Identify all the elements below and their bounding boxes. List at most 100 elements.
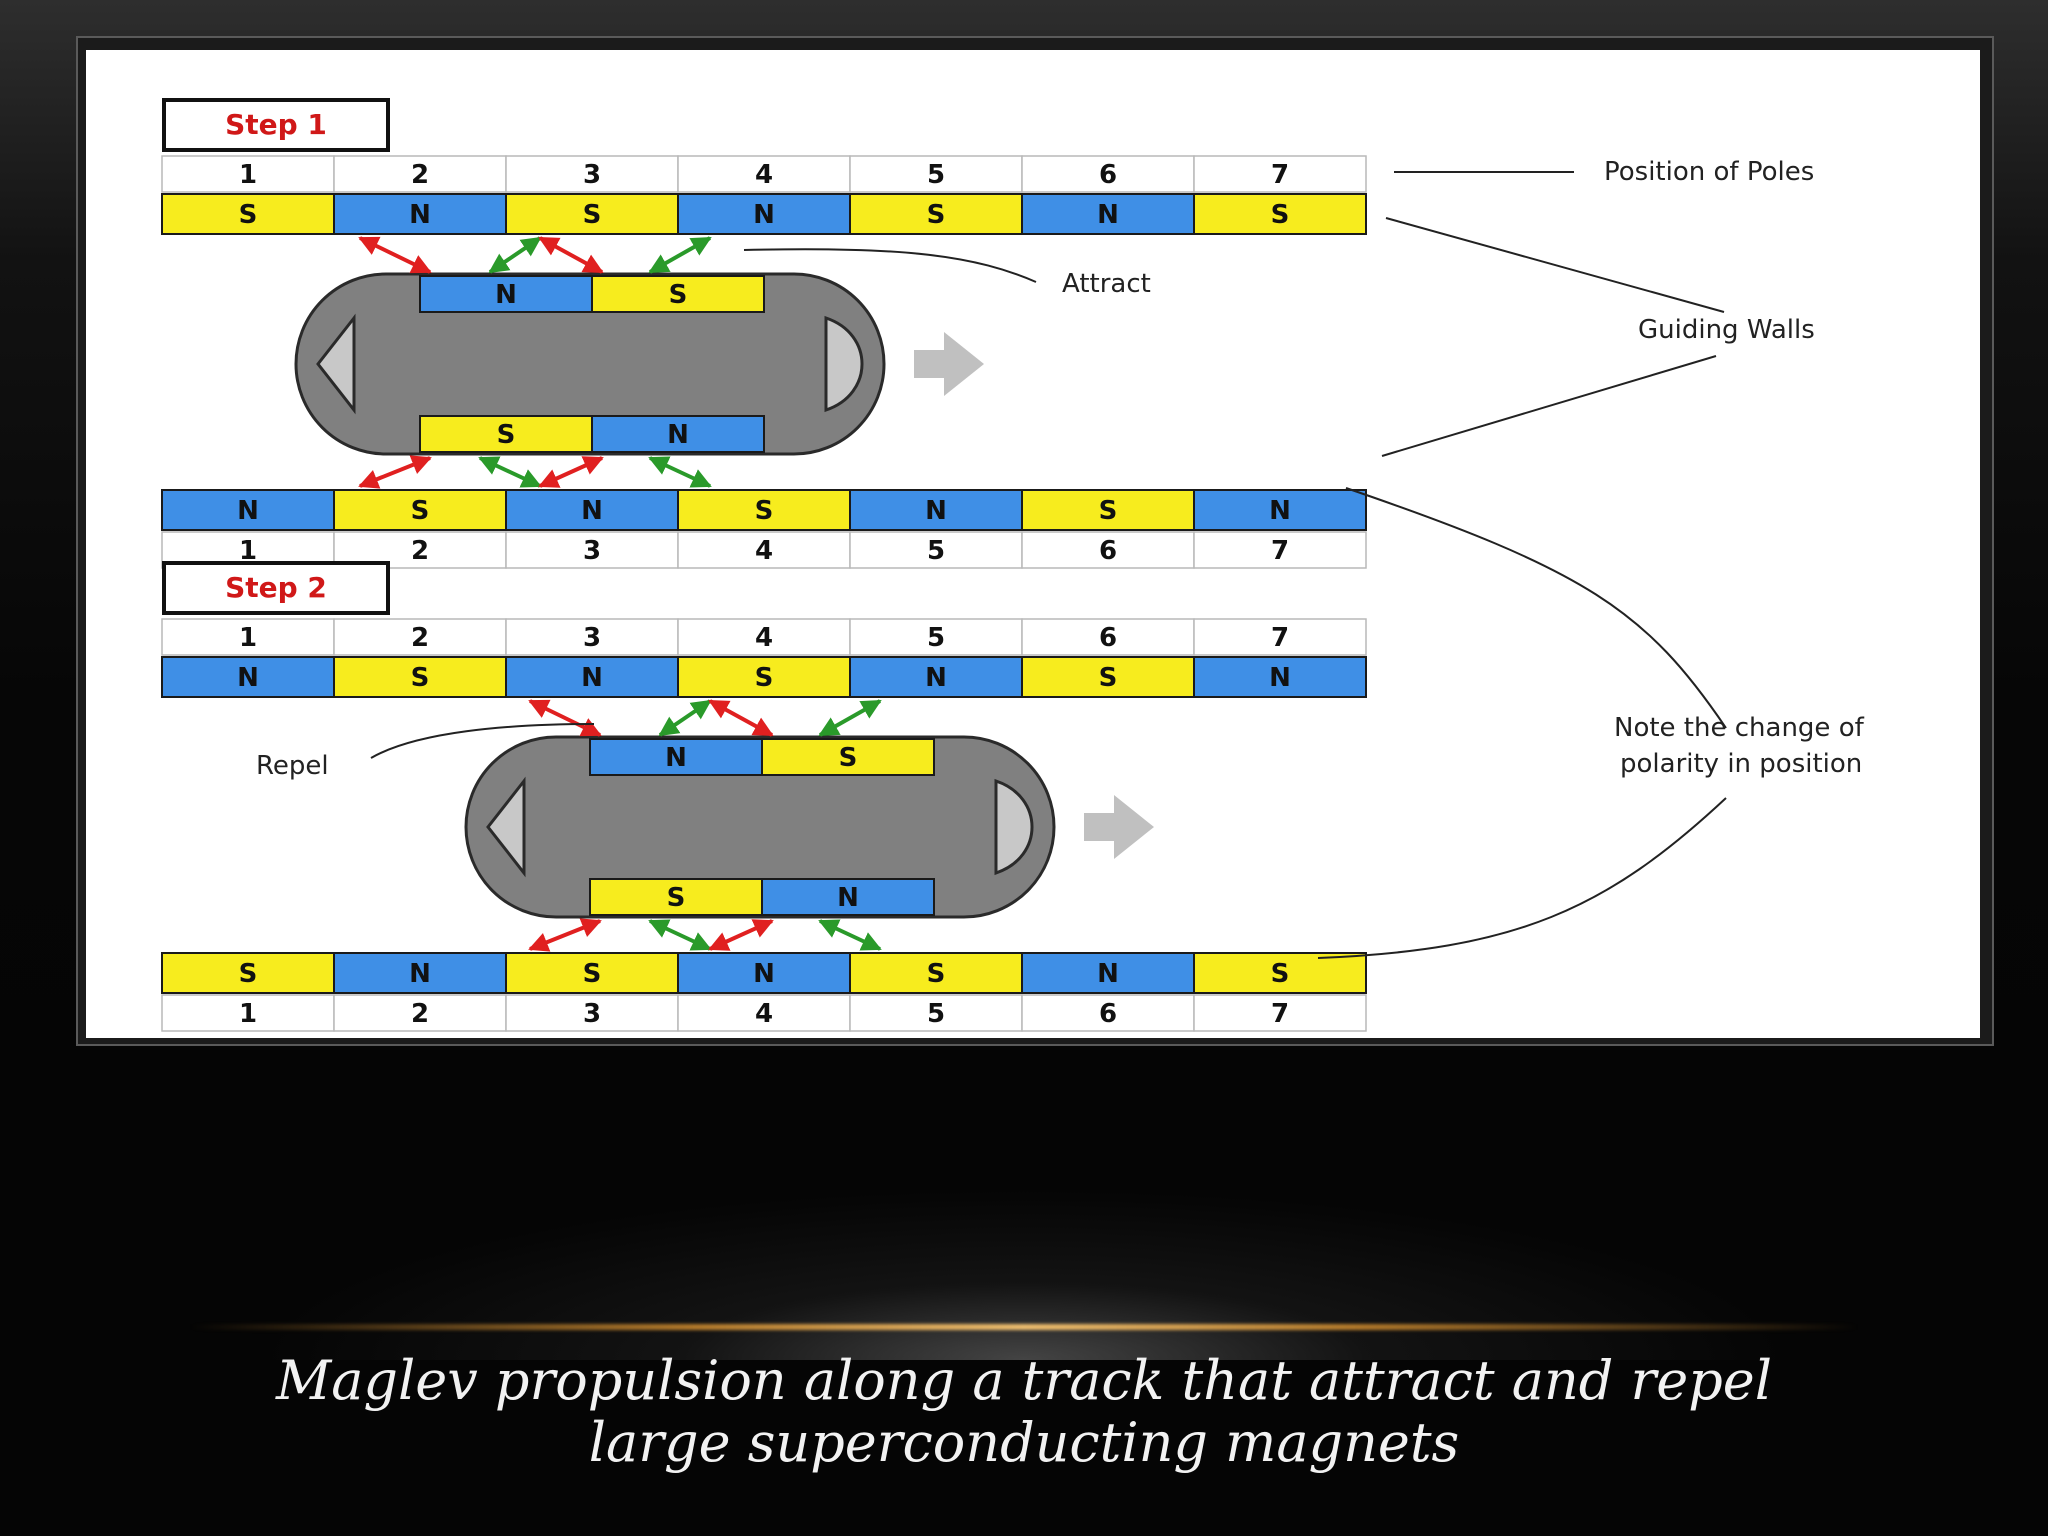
top-track-number: 2 [411,160,429,190]
repulsion-arrow [358,455,432,489]
top-track-pole-label: S [239,200,258,230]
bottom-track-number: 3 [583,536,601,566]
top-track-number: 3 [583,160,601,190]
bottom-track-pole-label: S [411,496,430,526]
top-track-number: 5 [927,623,945,653]
slide-caption: Maglev propulsion along a track that att… [224,1350,1824,1474]
top-track-pole-label: S [927,200,946,230]
bottom-track-number: 3 [583,999,601,1029]
top-track-number: 1 [239,160,257,190]
attraction-arrow [488,236,542,274]
top-track-pole-label: N [1097,200,1119,230]
top-track-pole-segment [333,656,507,698]
bottom-track-pole-label: N [1269,496,1291,526]
bottom-track-pole-label: S [927,959,946,989]
top-track-number: 6 [1099,160,1117,190]
train-rear-window [486,776,526,878]
step-label-box [162,561,390,615]
guiding-walls-leader-top [1385,217,1725,313]
bottom-track-number-cell [677,994,851,1032]
bottom-track-pole-label: S [583,959,602,989]
bottom-track-pole-label: N [237,496,259,526]
bottom-track-number-cell [505,994,679,1032]
background-glow [0,1100,2048,1360]
top-track-pole-segment [333,193,507,235]
top-track-number-cell [333,618,507,656]
step-label: Step 2 [225,571,327,604]
caption-line-2: large superconducting magnets [588,1411,1460,1474]
bottom-track-number-cell [161,994,335,1032]
bottom-track-pole-label: S [239,959,258,989]
bottom-track-pole-segment [1193,952,1367,994]
train-front-window [824,315,864,413]
train-top-magnet-label: S [839,743,858,773]
guiding-walls-leader-bottom [1381,355,1717,457]
top-track-number-cell [505,618,679,656]
bottom-track-number-cell [1021,994,1195,1032]
repulsion-arrow [708,699,774,737]
bottom-track-number: 4 [755,536,773,566]
top-track-pole-label: N [925,663,947,693]
bottom-track-number-cell [1193,994,1367,1032]
top-track-number: 1 [239,623,257,653]
bottom-track-number: 7 [1271,536,1289,566]
top-track-pole-segment [849,656,1023,698]
repulsion-arrow [528,918,602,952]
bottom-track-pole-segment [677,952,851,994]
train-front-window [994,778,1034,876]
top-track-number-cell [333,155,507,193]
bottom-track-number: 5 [927,999,945,1029]
note-leader-top [1345,487,1727,729]
bottom-track-pole-segment [849,952,1023,994]
train-bottom-magnet [591,415,765,453]
caption-line-1: Maglev propulsion along a track that att… [275,1349,1773,1412]
glow-divider [190,1324,1858,1330]
bottom-track-number: 1 [239,536,257,566]
bottom-track-pole-label: N [753,959,775,989]
bottom-track-number-cell [1193,531,1367,569]
bottom-track-pole-label: N [925,496,947,526]
attraction-arrow [818,699,882,737]
step-label-box [162,98,390,152]
top-track-number: 4 [755,160,773,190]
top-track-number-cell [505,155,679,193]
top-track-pole-label: N [581,663,603,693]
bottom-track-number: 7 [1271,999,1289,1029]
top-track-number: 6 [1099,623,1117,653]
top-track-number-cell [849,618,1023,656]
bottom-track-pole-segment [849,489,1023,531]
bottom-track-pole-segment [677,489,851,531]
top-track-number-cell [1193,618,1367,656]
top-track-pole-label: S [411,663,430,693]
motion-direction-arrow [914,332,984,396]
top-track-number: 7 [1271,623,1289,653]
top-track-number-cell [677,155,851,193]
bottom-track-pole-segment [333,489,507,531]
top-track-pole-segment [1021,656,1195,698]
bottom-track-number: 6 [1099,999,1117,1029]
repulsion-arrow [538,236,604,274]
top-track-number: 5 [927,160,945,190]
top-track-number-cell [161,618,335,656]
top-track-number: 3 [583,623,601,653]
top-track-pole-label: N [237,663,259,693]
bottom-track-number: 1 [239,999,257,1029]
attraction-arrow [648,236,712,274]
top-track-number-cell [677,618,851,656]
top-track-number-cell [1021,155,1195,193]
bottom-track-pole-label: N [1097,959,1119,989]
bottom-track-pole-segment [1021,952,1195,994]
top-track-pole-label: S [1271,200,1290,230]
train-bottom-magnet [589,878,763,916]
bottom-track-pole-segment [1193,489,1367,531]
top-track-pole-segment [1193,656,1367,698]
top-track-pole-segment [1021,193,1195,235]
top-track-pole-segment [505,193,679,235]
top-track-pole-label: N [409,200,431,230]
repulsion-arrow [358,236,432,274]
train-top-magnet-label: N [495,280,517,310]
train-bottom-magnet-label: N [667,420,689,450]
annotation-attract: Attract [1062,269,1151,299]
